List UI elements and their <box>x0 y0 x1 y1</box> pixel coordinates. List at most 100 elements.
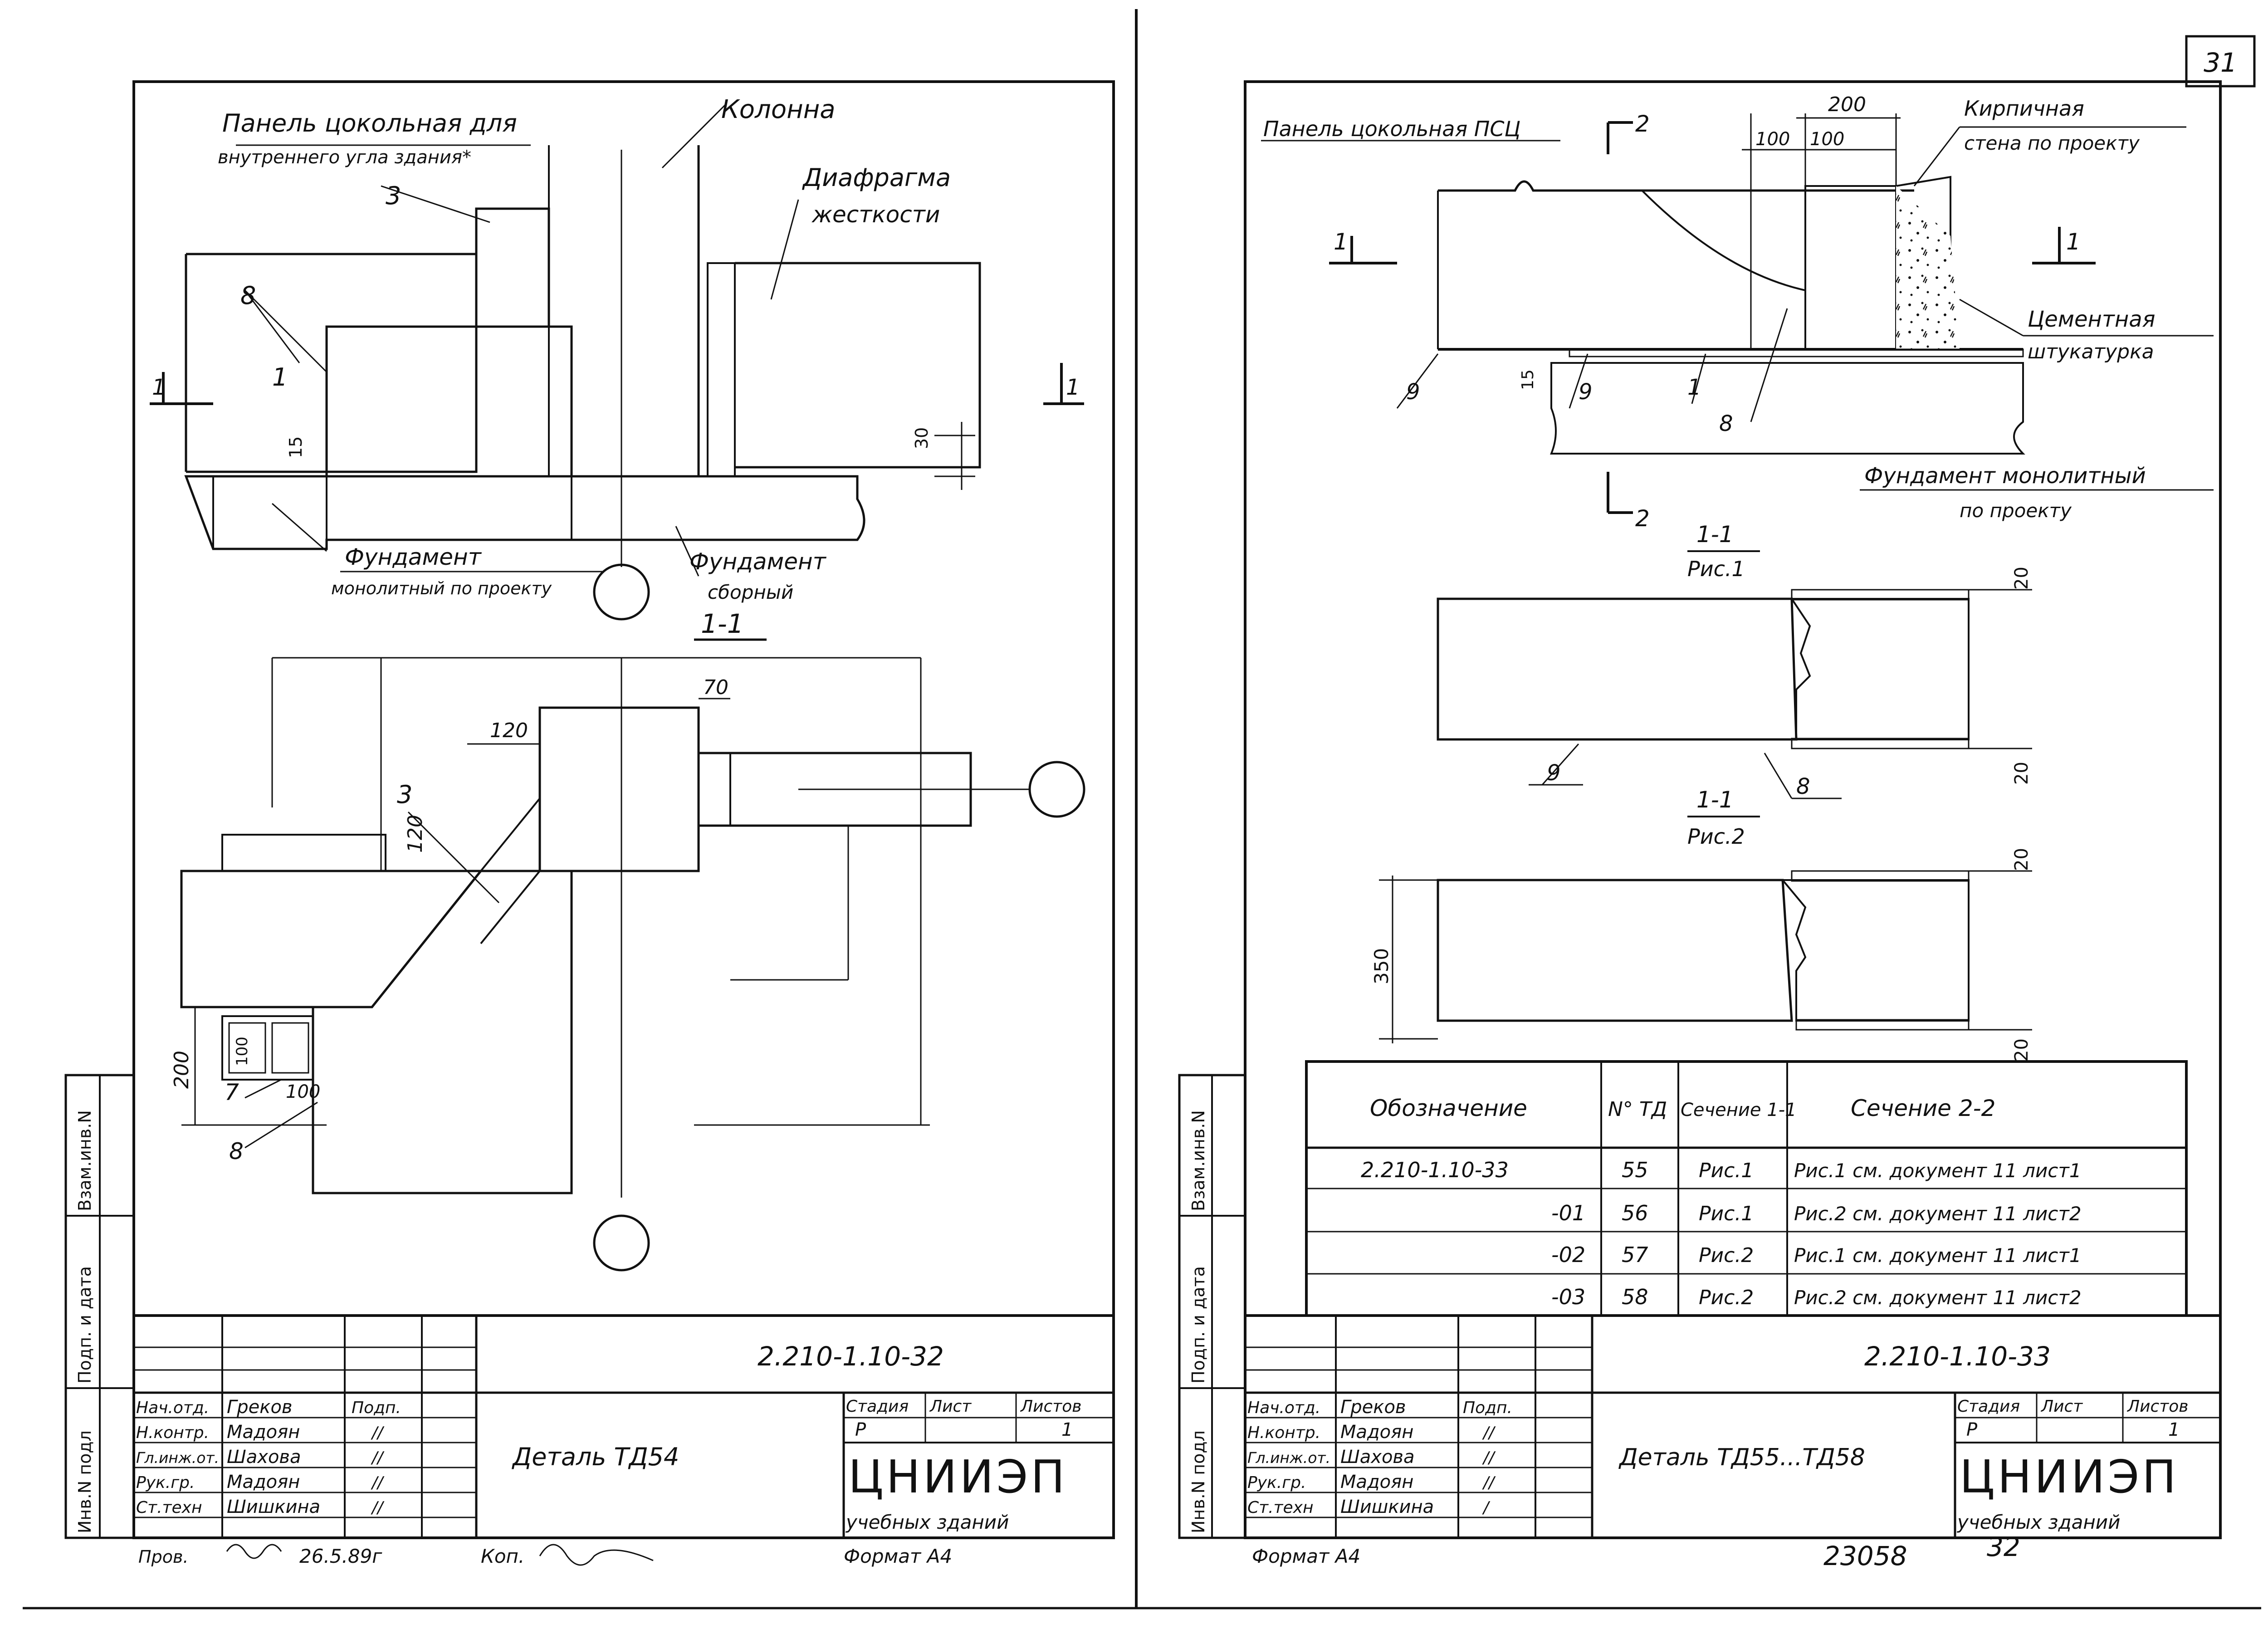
left-callout-1: 1 <box>272 363 288 391</box>
right-fig2-dim-bottom: 20 <box>2011 1038 2032 1062</box>
right-foundation-1: Фундамент монолитный <box>1864 463 2146 489</box>
left-name-1: Мадоян <box>227 1422 300 1443</box>
right-name-2: Шахова <box>1340 1447 1415 1468</box>
left-plan-section <box>180 638 1085 1272</box>
table-row-0-sec11: Рис.1 <box>1699 1159 1754 1182</box>
left-dim-15: 15 <box>286 436 306 458</box>
left-diaphragm-2: жесткости <box>811 201 940 228</box>
right-callout-1: 1 <box>1687 375 1701 400</box>
right-doc-code: 2.210-1.10-33 <box>1864 1341 2051 1372</box>
left-elevation-detail <box>150 103 1084 621</box>
right-fig2-dim-350: 350 <box>1370 948 1393 984</box>
left-sign-3: // <box>371 1473 385 1492</box>
table-row-2-td: 57 <box>1622 1243 1648 1267</box>
left-name-2: Шахова <box>227 1447 301 1468</box>
left-sign-1: // <box>371 1424 385 1442</box>
right-fig1-callout-8: 8 <box>1796 774 1810 799</box>
right-fig1-subtitle: Рис.1 <box>1687 557 1745 581</box>
sheet-number: 31 <box>2204 47 2237 78</box>
left-copy-signature <box>539 1544 654 1566</box>
right-dim-15: 15 <box>1519 369 1537 390</box>
left-prov: Пров. <box>138 1547 188 1567</box>
left-role-1: Н.контр. <box>136 1424 209 1442</box>
right-foundation-2: по проекту <box>1960 499 2072 522</box>
right-fig2 <box>1379 816 2032 1043</box>
left-plan-dim-100a: 100 <box>233 1037 251 1066</box>
right-fig2-title: 1-1 <box>1696 787 1734 813</box>
table-row-1-td: 56 <box>1622 1201 1648 1225</box>
right-role-0: Нач.отд. <box>1247 1399 1320 1417</box>
right-sign-4: / <box>1482 1498 1491 1517</box>
left-plan-callout-7: 7 <box>225 1079 239 1106</box>
table-row-2-sec11: Рис.2 <box>1699 1244 1754 1267</box>
right-dim-100b: 100 <box>1810 129 1844 150</box>
left-side-stamp: Инв.N подл Подп. и дата Взам.инв.N <box>64 1074 135 1539</box>
left-plan-dim-120b: 120 <box>404 815 427 853</box>
left-plan-title: 1-1 <box>701 608 744 639</box>
table-header-sec11: Сечение 1-1 <box>1681 1100 1797 1120</box>
right-callout-9b: 9 <box>1579 379 1593 405</box>
right-section-2-top: 2 <box>1635 111 1650 137</box>
right-dim-200: 200 <box>1828 93 1866 116</box>
right-name-3: Мадоян <box>1340 1472 1413 1492</box>
r-stamp-inv-podl: Инв.N подл <box>1188 1430 1208 1533</box>
left-diaphragm-1: Диафрагма <box>802 163 951 192</box>
right-stage-label: Стадия <box>1957 1397 2020 1416</box>
table-row-3-td: 58 <box>1622 1285 1648 1309</box>
right-page: 32 <box>1987 1531 2020 1562</box>
table-row-2-sec22: Рис.1 см. документ 11 лист1 <box>1794 1244 2082 1267</box>
left-plan-dim-100b: 100 <box>286 1081 320 1102</box>
right-role-1: Н.контр. <box>1247 1424 1320 1442</box>
right-sign-2: // <box>1482 1448 1496 1467</box>
left-prov-date: 26.5.89г <box>299 1545 382 1567</box>
left-column-label: Колонна <box>721 95 836 124</box>
right-inventory: 23058 <box>1823 1541 1907 1571</box>
right-org-logo: ЦНИИЭП <box>1960 1450 2179 1503</box>
right-section-1-left: 1 <box>1334 229 1348 255</box>
right-dim-100a: 100 <box>1755 129 1790 150</box>
right-name-4: Шишкина <box>1340 1497 1434 1517</box>
right-cement-1: Цементная <box>2028 307 2156 332</box>
left-plan-dim-70: 70 <box>703 676 728 699</box>
right-stage: Р <box>1966 1419 1978 1440</box>
left-sheets-label: Листов <box>1020 1397 1081 1416</box>
right-section-1-right: 1 <box>2066 229 2081 255</box>
right-brick-2: стена по проекту <box>1964 132 2140 154</box>
left-plan-dim-120a: 120 <box>490 719 528 742</box>
left-description: Деталь ТД54 <box>512 1443 679 1471</box>
right-fig1 <box>1437 550 2032 799</box>
stamp-podp-data: Подп. и дата <box>75 1266 95 1384</box>
table-row-3-sec11: Рис.2 <box>1699 1286 1754 1309</box>
left-section-mark-b: 1 <box>1066 375 1080 400</box>
left-panel-label-2: внутреннего угла здания* <box>218 147 471 168</box>
right-format: Формат А4 <box>1252 1545 1360 1567</box>
table-row-1-designation: -01 <box>1551 1201 1585 1225</box>
left-sheets: 1 <box>1061 1419 1073 1440</box>
right-callout-9a: 9 <box>1406 379 1420 405</box>
table-header-sec22: Сечение 2-2 <box>1851 1095 1995 1121</box>
left-sign-header: Подп. <box>352 1399 401 1417</box>
right-sheet-label: Лист <box>2040 1397 2083 1416</box>
r-stamp-vzam: Взам.инв.N <box>1188 1110 1208 1211</box>
left-org-logo: ЦНИИЭП <box>848 1450 1067 1503</box>
right-sign-1: // <box>1482 1424 1496 1442</box>
left-format: Формат А4 <box>844 1545 952 1567</box>
left-name-0: Греков <box>227 1397 293 1418</box>
stamp-vzam: Взам.инв.N <box>75 1110 95 1211</box>
left-sign-4: // <box>371 1498 385 1517</box>
table-header-td: N° ТД <box>1608 1098 1667 1121</box>
left-stage-label: Стадия <box>846 1397 909 1416</box>
right-frame <box>1244 80 2222 1539</box>
right-cement-2: штукатурка <box>2028 340 2154 363</box>
right-fig1-dim-top: 20 <box>2011 567 2032 590</box>
right-fig1-dim-bottom: 20 <box>2011 762 2032 785</box>
left-plan-callout-8: 8 <box>229 1138 244 1164</box>
left-copy: Коп. <box>481 1545 524 1567</box>
left-foundation-mono-1: Фундамент <box>345 544 482 570</box>
right-fig2-subtitle: Рис.2 <box>1687 824 1745 849</box>
r-stamp-podp-data: Подп. и дата <box>1188 1266 1208 1384</box>
table-row-2-designation: -02 <box>1551 1243 1585 1267</box>
left-role-3: Рук.гр. <box>136 1473 195 1492</box>
right-sheets: 1 <box>2168 1419 2180 1440</box>
left-org-name: учебных зданий <box>845 1511 1009 1533</box>
